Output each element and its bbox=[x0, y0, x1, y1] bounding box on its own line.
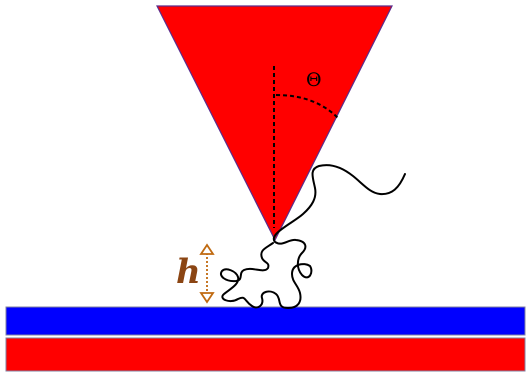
substrate-bottom-layer bbox=[5, 337, 526, 372]
half-angle-arc bbox=[275, 94, 339, 119]
substrate-top-layer bbox=[5, 306, 526, 336]
polymer-chain bbox=[220, 164, 406, 309]
angle-label: Θ bbox=[306, 69, 322, 91]
height-label: h bbox=[176, 252, 201, 292]
height-marker bbox=[199, 243, 215, 304]
